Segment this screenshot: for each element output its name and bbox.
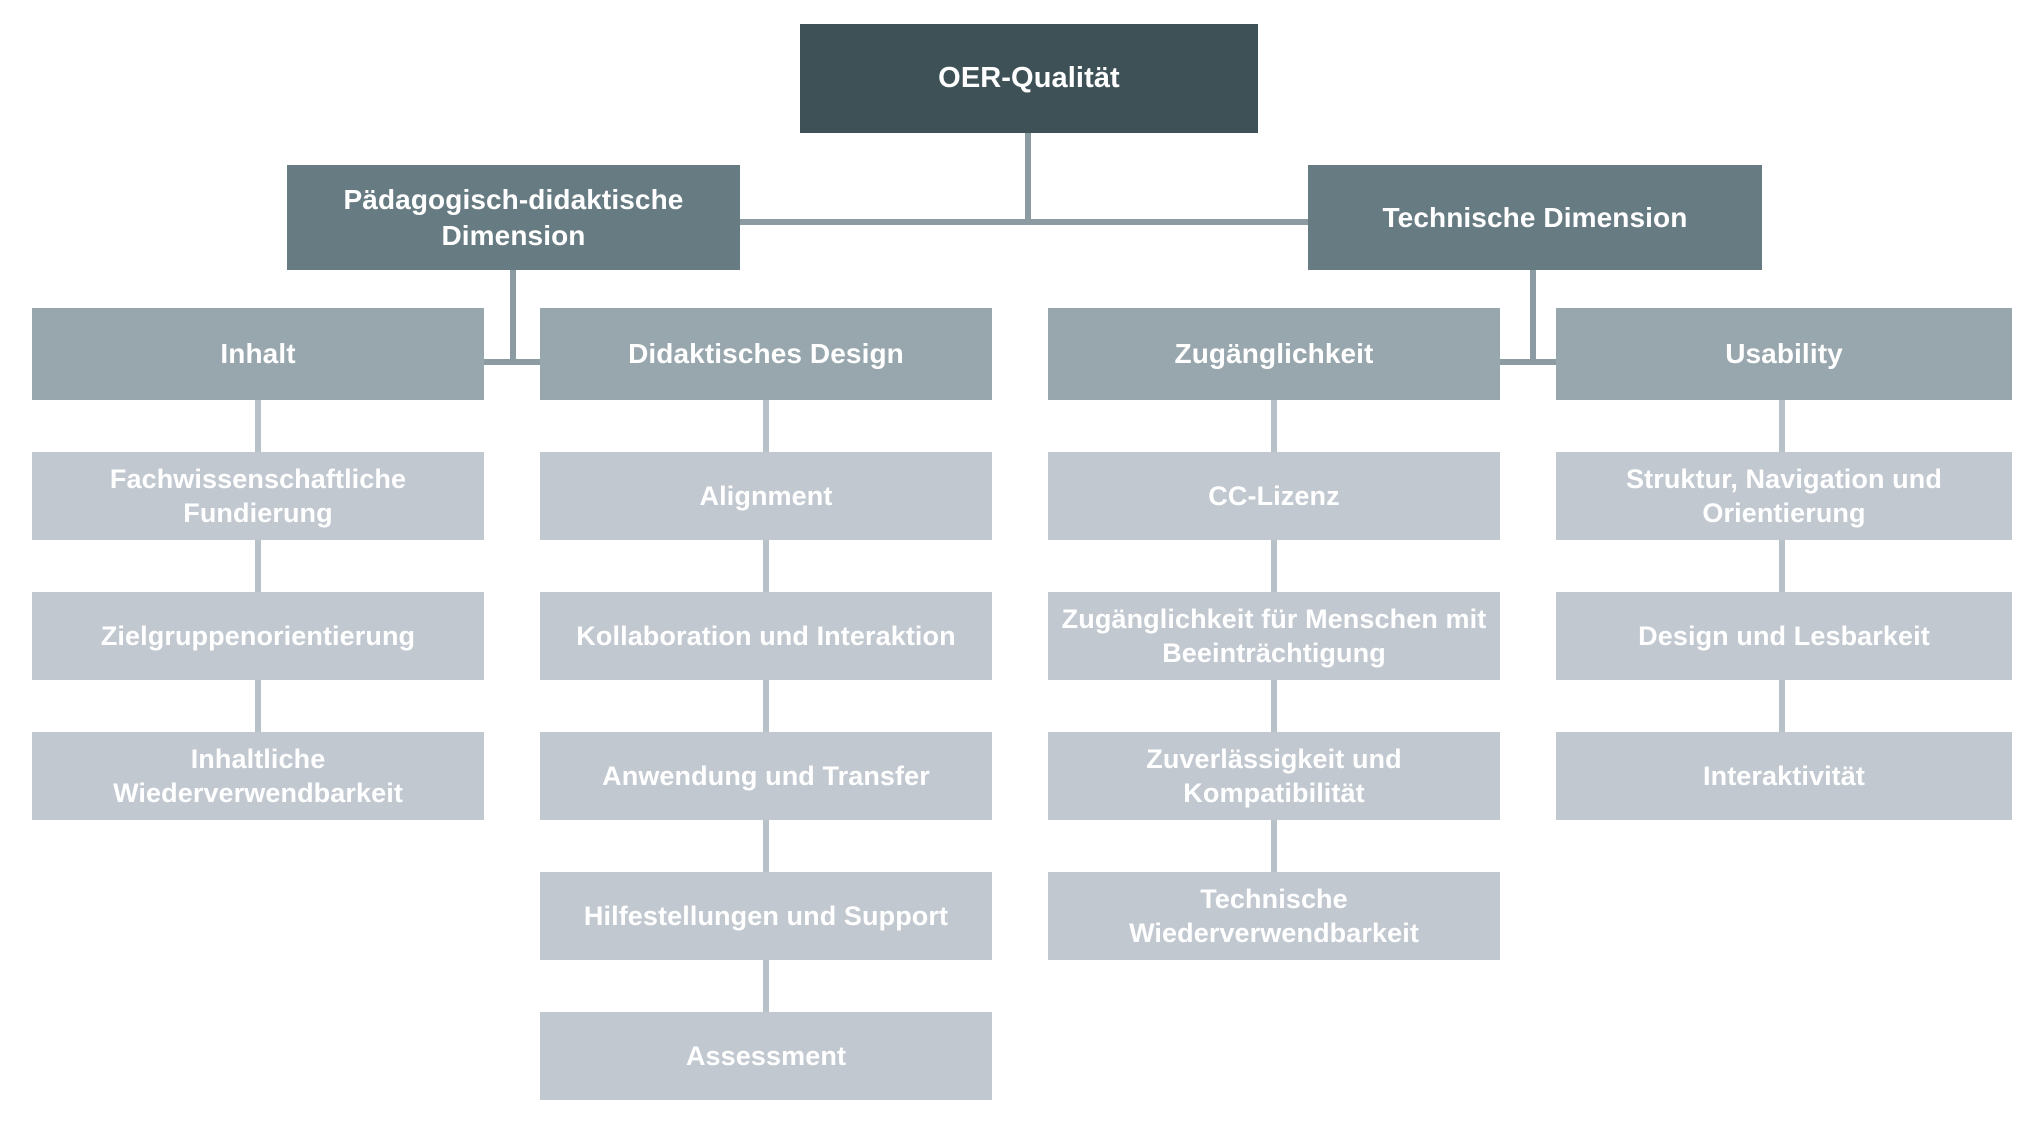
node-leaf-hilfestellungen-und-support[interactable]: Hilfestellungen und Support (540, 872, 992, 960)
connector-col3-seg1 (1271, 400, 1277, 452)
connector-root-stem (1025, 133, 1031, 225)
connector-right-category-bus (1498, 359, 1560, 365)
node-category-inhalt[interactable]: Inhalt (32, 308, 484, 400)
node-category-usability[interactable]: Usability (1556, 308, 2012, 400)
connector-col3-seg2 (1271, 540, 1277, 592)
node-leaf-alignment[interactable]: Alignment (540, 452, 992, 540)
connector-col2-seg2 (763, 540, 769, 592)
connector-col2-seg4 (763, 820, 769, 872)
connector-col4-seg1 (1779, 400, 1785, 452)
node-leaf-kollaboration-und-interaktion[interactable]: Kollaboration und Interaktion (540, 592, 992, 680)
node-leaf-technische-wiederverwendbarkeit[interactable]: Technische Wiederverwendbarkeit (1048, 872, 1500, 960)
connector-col4-seg3 (1779, 680, 1785, 732)
connector-dimension-bus (738, 219, 1310, 225)
node-leaf-assessment[interactable]: Assessment (540, 1012, 992, 1100)
node-category-zugaenglichkeit[interactable]: Zugänglichkeit (1048, 308, 1500, 400)
node-leaf-cc-lizenz[interactable]: CC-Lizenz (1048, 452, 1500, 540)
connector-col3-seg3 (1271, 680, 1277, 732)
connector-left-category-bus (482, 359, 544, 365)
connector-col1-seg3 (255, 680, 261, 732)
node-category-didaktisches-design[interactable]: Didaktisches Design (540, 308, 992, 400)
connector-col2-seg3 (763, 680, 769, 732)
connector-left-dimension-stem (510, 270, 516, 365)
connector-col3-seg4 (1271, 820, 1277, 872)
connector-right-dimension-stem (1530, 270, 1536, 365)
node-leaf-interaktivitaet[interactable]: Interaktivität (1556, 732, 2012, 820)
connector-col1-seg1 (255, 400, 261, 452)
node-leaf-zielgruppenorientierung[interactable]: Zielgruppenorientierung (32, 592, 484, 680)
connector-col1-seg2 (255, 540, 261, 592)
node-root-oer-qualitaet[interactable]: OER-Qualität (800, 24, 1258, 133)
node-leaf-inhaltliche-wiederverwendbarkeit[interactable]: Inhaltliche Wiederverwendbarkeit (32, 732, 484, 820)
connector-col4-seg2 (1779, 540, 1785, 592)
node-leaf-zuverlaessigkeit-kompatibilitaet[interactable]: Zuverlässigkeit und Kompatibilität (1048, 732, 1500, 820)
connector-col2-seg5 (763, 960, 769, 1012)
node-leaf-design-und-lesbarkeit[interactable]: Design und Lesbarkeit (1556, 592, 2012, 680)
node-leaf-fachwissenschaftliche-fundierung[interactable]: Fachwissenschaftliche Fundierung (32, 452, 484, 540)
connector-col2-seg1 (763, 400, 769, 452)
node-leaf-zugaenglichkeit-beeintraechtigung[interactable]: Zugänglichkeit für Menschen mit Beeinträ… (1048, 592, 1500, 680)
node-dimension-paedagogisch-didaktisch[interactable]: Pädagogisch-didaktische Dimension (287, 165, 740, 270)
node-leaf-anwendung-und-transfer[interactable]: Anwendung und Transfer (540, 732, 992, 820)
node-leaf-struktur-navigation-orientierung[interactable]: Struktur, Navigation und Orientierung (1556, 452, 2012, 540)
node-dimension-technisch[interactable]: Technische Dimension (1308, 165, 1762, 270)
